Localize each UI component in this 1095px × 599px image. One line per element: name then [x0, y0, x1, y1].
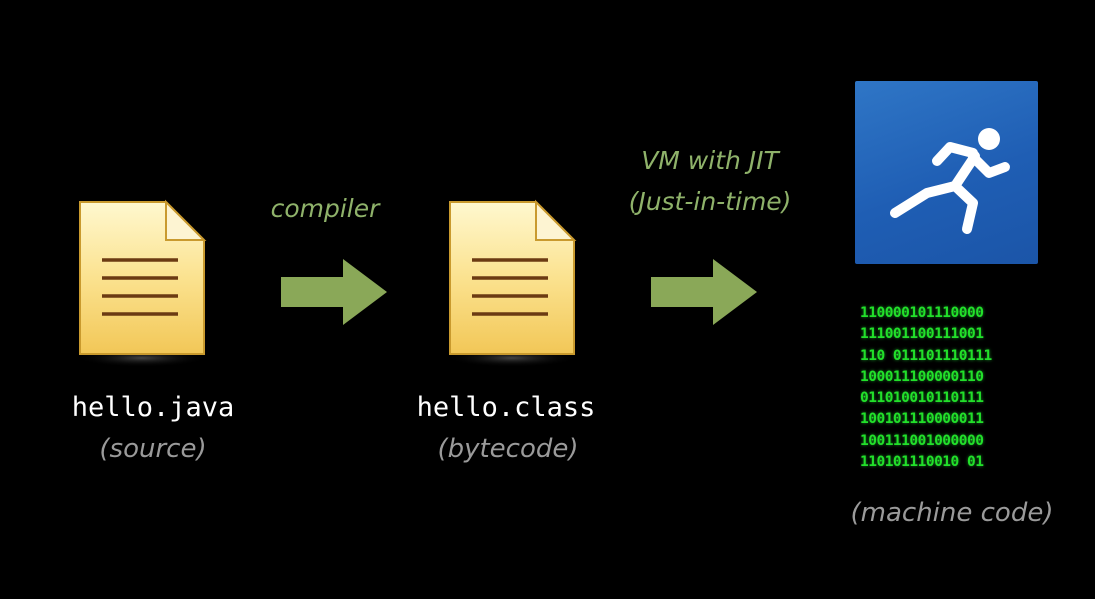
binary-line: 100011100000110	[860, 368, 984, 385]
source-filename: hello.java	[71, 392, 235, 423]
bytecode-description: (bytecode)	[437, 434, 579, 464]
vm-label-line2: (Just-in-time)	[628, 187, 792, 216]
run-tile	[855, 81, 1038, 264]
compiler-label: compiler	[270, 194, 380, 223]
source-document-icon	[70, 198, 210, 368]
binary-line: 110 011101110111	[860, 347, 992, 364]
binary-line: 100111001000000	[860, 432, 984, 449]
machine-code-description: (machine code)	[850, 498, 1054, 528]
bytecode-document-icon	[440, 198, 580, 368]
bytecode-filename: hello.class	[416, 392, 596, 423]
binary-line: 110000101110000	[860, 305, 984, 321]
binary-line: 110101110010 01	[860, 454, 984, 471]
machine-code-binary: 110000101110000 111001100111001 110 0111…	[860, 303, 1042, 475]
arrow-right-icon	[281, 257, 389, 331]
binary-line: 100101110000011	[860, 411, 984, 428]
source-description: (source)	[99, 434, 207, 464]
binary-line: 111001100111001	[860, 326, 984, 343]
running-man-icon	[890, 128, 1010, 234]
arrow-right-icon	[651, 257, 759, 331]
vm-label-line1: VM with JIT	[641, 146, 779, 175]
binary-line: 011010010110111	[860, 390, 984, 407]
